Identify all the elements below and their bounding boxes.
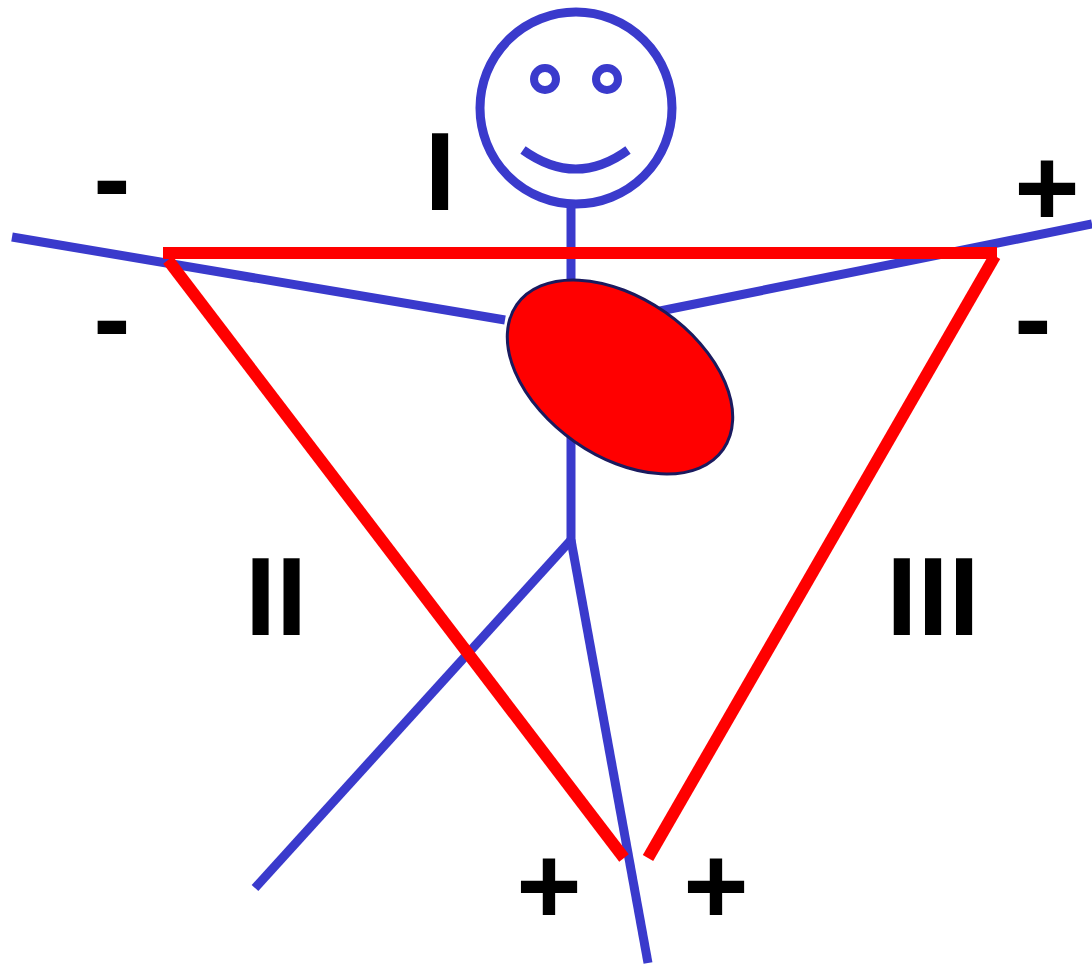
head	[480, 12, 672, 204]
electrode-polarity: -	[93, 122, 130, 234]
smile	[523, 150, 628, 169]
lead-i-line	[163, 247, 997, 259]
heart	[471, 240, 768, 514]
right-leg	[571, 540, 648, 963]
electrode-polarity: +	[683, 830, 748, 942]
electrode-polarity: +	[516, 830, 581, 942]
eye	[534, 68, 556, 90]
electrode-polarity: +	[1014, 132, 1079, 244]
lead-name: II	[245, 541, 307, 653]
lead-name: I	[424, 116, 455, 228]
electrode-polarity: -	[93, 262, 130, 374]
lead-name: III	[886, 541, 979, 653]
electrode-polarity: -	[1014, 262, 1051, 374]
eye	[596, 68, 618, 90]
